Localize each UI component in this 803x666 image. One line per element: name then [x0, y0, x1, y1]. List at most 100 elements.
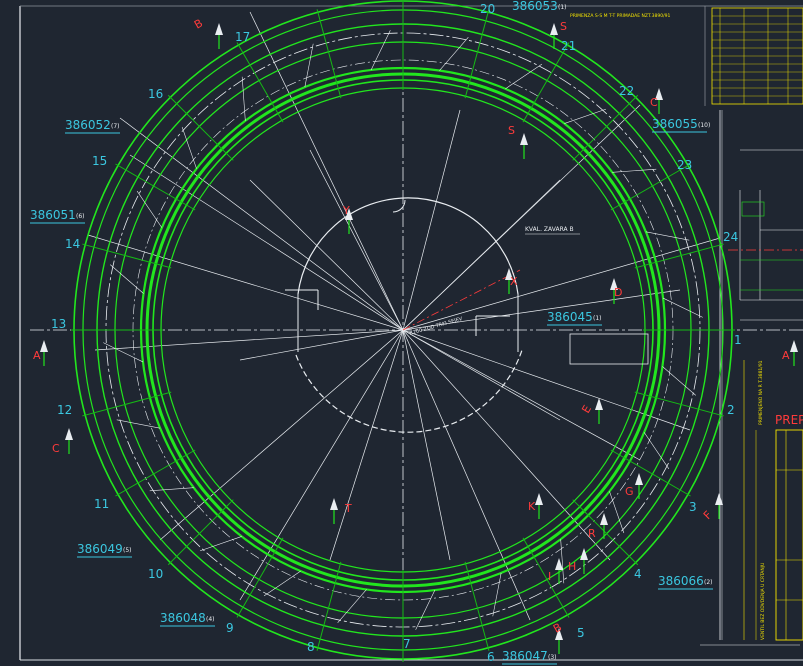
- red-radial-line: [402, 269, 521, 331]
- section-letter-h: H: [568, 560, 576, 573]
- dimension-tick-16: [149, 487, 194, 492]
- part-qty-top: (1): [558, 4, 567, 11]
- part-label-386051[interactable]: 386051 (6): [30, 208, 85, 224]
- dimension-tick-20: [136, 190, 163, 228]
- section-letter-y: Y: [342, 204, 350, 217]
- section-letter-g: G: [625, 485, 634, 498]
- section-arrow-11: [580, 548, 588, 560]
- dimension-tick-6: [662, 297, 703, 318]
- right-detail-views: [700, 110, 803, 646]
- radial-line-22: [402, 329, 641, 461]
- section-letter-k: K: [528, 500, 536, 513]
- radial-line-15: [249, 179, 404, 331]
- right-note-2: VENTIL BEZ ODVDENJA U CRTANJU: [760, 563, 766, 640]
- part-number-386049: 386049: [77, 542, 123, 556]
- segment-number-21: 21: [561, 39, 576, 53]
- segment-number-16: 16: [148, 87, 163, 101]
- segment-number-5: 5: [577, 626, 585, 640]
- part-label-386066[interactable]: 386066 (2): [658, 574, 713, 590]
- radial-line-16: [239, 329, 404, 361]
- part-label-386045[interactable]: 386045 (1): [547, 310, 602, 326]
- part-label-386047[interactable]: 386047 (3): [502, 649, 557, 665]
- segment-number-7: 7: [403, 637, 411, 651]
- segment-seam-20: [82, 243, 172, 269]
- part-labels: 386052 (7) 386051 (6) 386049 (5) 386048 …: [30, 0, 713, 665]
- section-arrow-8: [595, 398, 603, 410]
- dimension-tick-9: [609, 491, 625, 534]
- section-arrow-3: [215, 23, 223, 35]
- part-number-386048: 386048: [160, 611, 206, 625]
- radial-line-6: [402, 237, 721, 331]
- part-label-386048[interactable]: 386048 (4): [160, 611, 215, 627]
- top-note: PRIMENZA S-S M T-T PRIMADAE NZT.3890/91: [570, 13, 670, 19]
- part-label-386049[interactable]: 386049 (5): [77, 542, 132, 558]
- dimension-tick-4: [612, 168, 657, 173]
- part-label-top[interactable]: 386053 (1): [512, 0, 567, 13]
- section-letter-s-top: S: [560, 20, 567, 33]
- radial-line-8: [402, 329, 611, 561]
- segment-seam-17: [115, 449, 196, 497]
- section-arrow-16: [505, 268, 513, 280]
- dimension-tick-8: [643, 432, 670, 470]
- part-qty-386048: (4): [206, 616, 215, 623]
- part-number-386045: 386045: [547, 310, 593, 324]
- radial-line-3: [119, 117, 404, 331]
- segment-seam-2: [464, 9, 490, 99]
- radial-line-4: [249, 11, 404, 331]
- segment-seam-10: [572, 499, 639, 566]
- dimension-tick-21: [181, 126, 197, 169]
- segment-seam-6: [634, 243, 724, 269]
- segment-seam-lines: [71, 0, 735, 662]
- section-arrow-13: [535, 493, 543, 505]
- section-arrow-10: [635, 473, 643, 485]
- segment-number-1: 1: [734, 333, 742, 347]
- segment-seam-16: [167, 499, 234, 566]
- part-label-386052[interactable]: 386052 (7): [65, 118, 120, 134]
- radial-line-7: [402, 329, 691, 431]
- segment-number-17: 17: [235, 30, 250, 44]
- section-arrow-7: [610, 278, 618, 290]
- part-number-386055: 386055: [652, 117, 698, 131]
- segment-number-2: 2: [727, 403, 735, 417]
- part-label-386055[interactable]: 386055 (10): [652, 117, 710, 133]
- segment-seam-14: [316, 561, 342, 651]
- part-qty-386051: (6): [76, 213, 85, 220]
- dimension-tick-12: [415, 589, 436, 630]
- section-arrow-14: [600, 513, 608, 525]
- section-letter-i: I: [548, 570, 551, 583]
- revision-table: [711, 7, 803, 105]
- section-arrow-5: [65, 428, 73, 440]
- dimension-tick-24: [370, 30, 391, 71]
- segment-number-14: 14: [65, 237, 80, 251]
- hub-geometry: [285, 197, 649, 433]
- radial-line-21: [402, 289, 681, 331]
- dimension-tick-13: [337, 589, 367, 623]
- part-number-386066: 386066: [658, 574, 704, 588]
- segment-seam-24: [316, 9, 342, 99]
- part-number-386051: 386051: [30, 208, 76, 222]
- right-note-1: PRIMENJENO NA R T.3881/91: [758, 360, 764, 425]
- part-number-386047: 386047: [502, 649, 548, 663]
- segment-number-6: 6: [487, 650, 495, 664]
- section-arrow-6: [655, 88, 663, 100]
- part-qty-386066: (2): [704, 579, 713, 586]
- segment-seam-15: [236, 537, 284, 618]
- segment-seam-11: [522, 537, 570, 618]
- radial-line-18: [402, 329, 451, 561]
- dimension-tick-15: [199, 536, 242, 552]
- radial-line-13: [402, 109, 461, 331]
- part-qty-386045: (1): [593, 315, 602, 322]
- section-letter-c-left: C: [52, 442, 60, 455]
- radial-line-20: [309, 149, 404, 331]
- section-letter-d: D: [614, 286, 622, 299]
- weld-quality-note: KVAL. ZAVARA B: [525, 226, 574, 233]
- part-qty-386052: (7): [111, 123, 120, 130]
- dimension-lines: [103, 30, 703, 630]
- section-letter-x: X: [510, 275, 518, 288]
- dimension-tick-3: [564, 108, 607, 124]
- segment-number-12: 12: [57, 403, 72, 417]
- section-arrow-9: [715, 493, 723, 505]
- segment-number-24: 24: [723, 230, 738, 244]
